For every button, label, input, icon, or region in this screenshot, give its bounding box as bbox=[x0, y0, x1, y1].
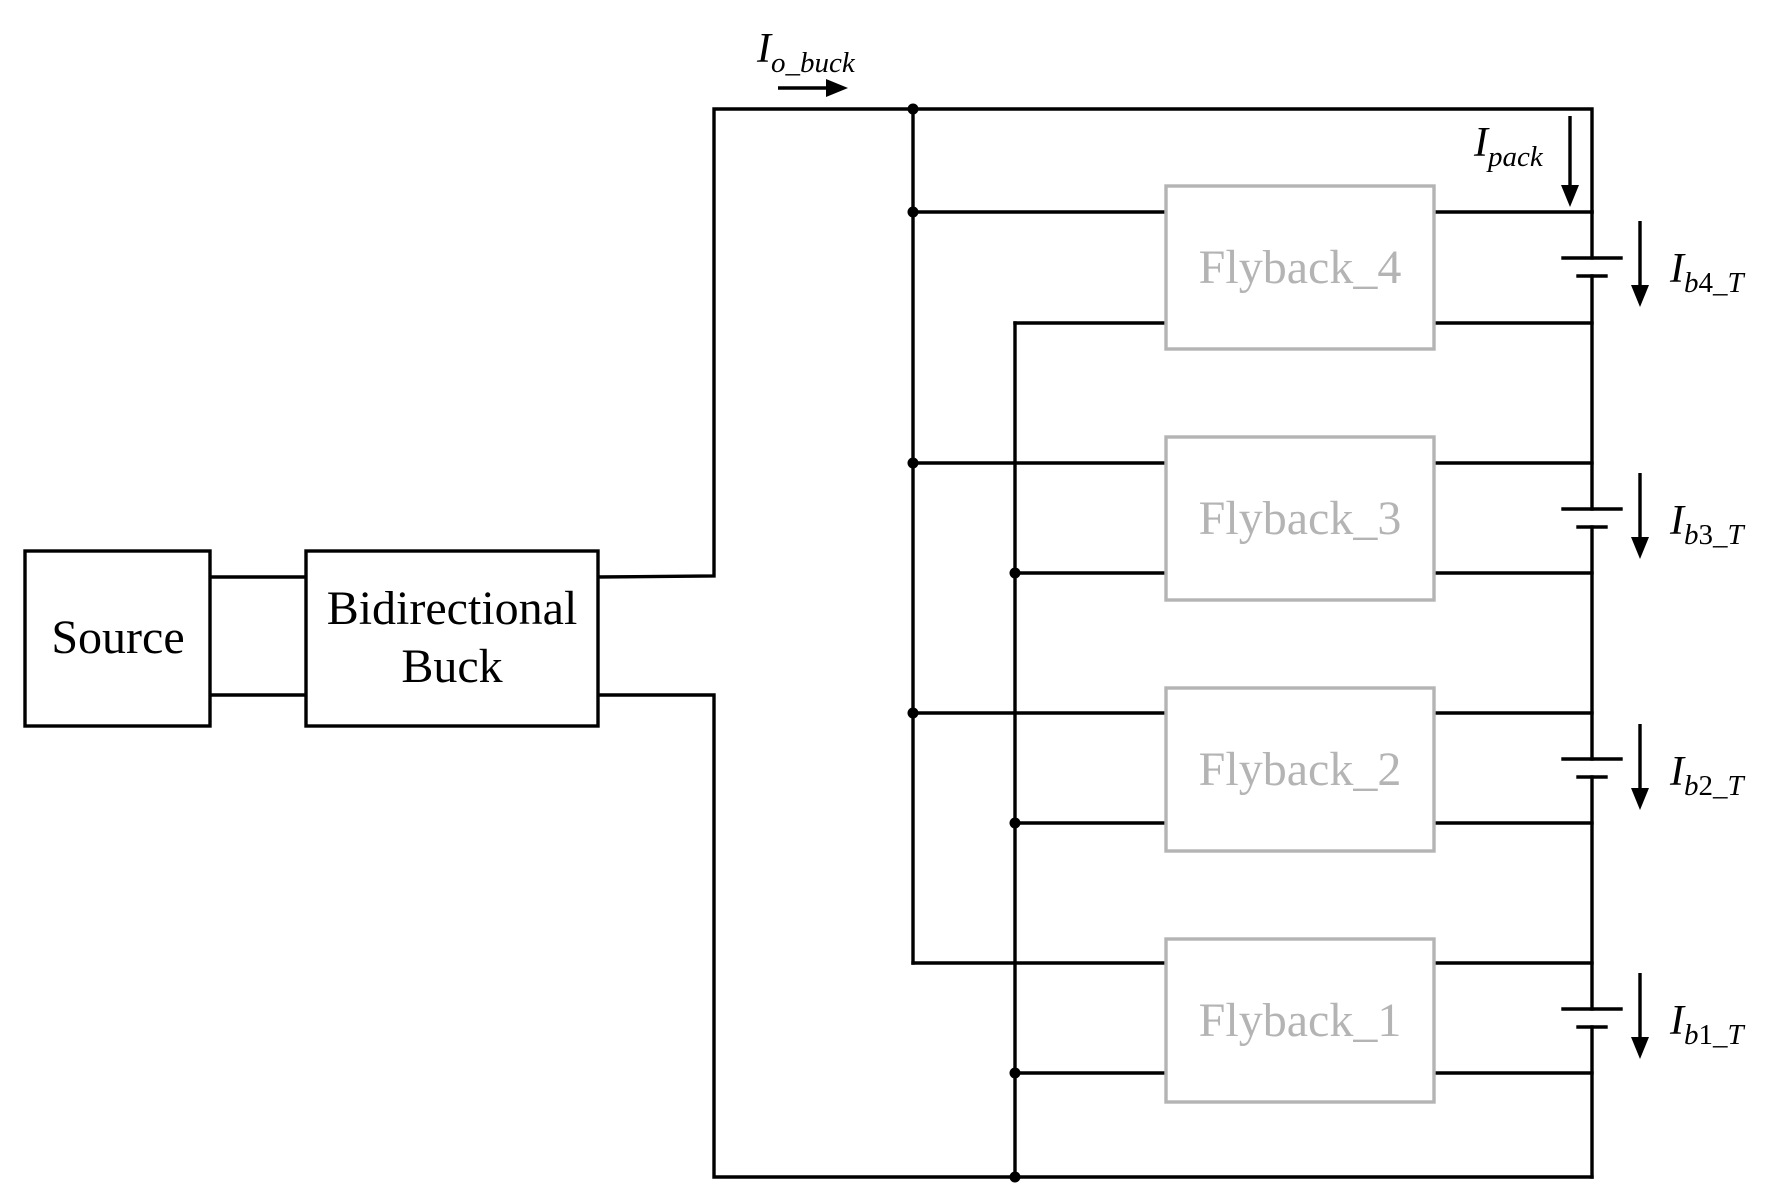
current-symbol: I bbox=[756, 26, 773, 72]
source-block: Source bbox=[23, 549, 212, 728]
current-label-b4: Ib4_T bbox=[1669, 246, 1746, 299]
current-subscript-t: T bbox=[1728, 1019, 1746, 1051]
junction-dots bbox=[907, 103, 1021, 1183]
current-arrow-o-buck bbox=[778, 79, 848, 97]
flyback-block-4: Flyback_4 bbox=[1164, 184, 1436, 351]
junction-dot bbox=[1009, 817, 1021, 829]
current-subscript-number: 4 bbox=[1699, 267, 1714, 299]
bidirectional-buck-block: Bidirectional Buck bbox=[304, 549, 600, 728]
current-subscript-separator: _ bbox=[1712, 1019, 1728, 1051]
arrow-down-icon bbox=[1561, 185, 1579, 207]
junction-dot bbox=[907, 206, 919, 218]
current-symbol: I bbox=[1473, 120, 1490, 166]
arrow-right-icon bbox=[826, 79, 848, 97]
flyback-label: Flyback_1 bbox=[1199, 994, 1402, 1047]
wires bbox=[208, 107, 1594, 1179]
current-subscript-t: T bbox=[1728, 770, 1746, 802]
flyback-label: Flyback_3 bbox=[1199, 492, 1402, 545]
current-subscript-number: 2 bbox=[1699, 770, 1714, 802]
current-symbol: I bbox=[1669, 749, 1686, 795]
flyback-block-2: Flyback_2 bbox=[1164, 686, 1436, 853]
current-subscript: pack bbox=[1486, 141, 1544, 173]
current-subscript-number: 1 bbox=[1699, 1019, 1714, 1051]
battery-cells bbox=[1561, 256, 1623, 1029]
current-subscript-separator: _ bbox=[1712, 267, 1728, 299]
wire-buck-bottom-rail bbox=[596, 693, 1594, 1179]
junction-dot bbox=[907, 707, 919, 719]
current-symbol: I bbox=[1669, 246, 1686, 292]
current-subscript: b bbox=[1684, 770, 1699, 802]
arrow-down-icon bbox=[1631, 788, 1649, 810]
current-label-pack: Ipack bbox=[1473, 120, 1544, 173]
current-label-b2: Ib2_T bbox=[1669, 749, 1746, 802]
buck-label-line2: Buck bbox=[401, 640, 502, 693]
wire-buck-top-rail bbox=[596, 107, 1594, 579]
current-arrow-b4 bbox=[1631, 221, 1649, 307]
current-symbol: I bbox=[1669, 998, 1686, 1044]
buck-label-line1: Bidirectional bbox=[327, 582, 578, 635]
battery-cell-3 bbox=[1561, 507, 1623, 529]
battery-cell-2 bbox=[1561, 757, 1623, 779]
arrow-down-icon bbox=[1631, 1037, 1649, 1059]
arrow-down-icon bbox=[1631, 285, 1649, 307]
current-subscript-number: 3 bbox=[1699, 519, 1714, 551]
current-subscript-t: T bbox=[1728, 519, 1746, 551]
flyback-label: Flyback_4 bbox=[1199, 241, 1402, 294]
current-arrow-b1 bbox=[1631, 973, 1649, 1059]
flyback-block-1: Flyback_1 bbox=[1164, 937, 1436, 1104]
current-label-b3: Ib3_T bbox=[1669, 498, 1746, 551]
current-symbol: I bbox=[1669, 498, 1686, 544]
arrow-down-icon bbox=[1631, 537, 1649, 559]
battery-cell-1 bbox=[1561, 1007, 1623, 1029]
current-arrow-b3 bbox=[1631, 473, 1649, 559]
flyback-block-3: Flyback_3 bbox=[1164, 435, 1436, 602]
junction-dot bbox=[907, 103, 919, 115]
current-subscript: b bbox=[1684, 1019, 1699, 1051]
current-subscript-separator: _ bbox=[1712, 770, 1728, 802]
junction-dot bbox=[1009, 1067, 1021, 1079]
current-label-o-buck: Io_buck bbox=[756, 26, 856, 79]
current-arrow-b2 bbox=[1631, 724, 1649, 810]
current-subscript: b bbox=[1684, 267, 1699, 299]
battery-cell-4 bbox=[1561, 256, 1623, 278]
source-label: Source bbox=[51, 611, 184, 664]
junction-dot bbox=[1009, 567, 1021, 579]
current-arrow-pack bbox=[1561, 116, 1579, 207]
flyback-label: Flyback_2 bbox=[1199, 743, 1402, 796]
junction-dot bbox=[1009, 1171, 1021, 1183]
current-subscript: b bbox=[1684, 519, 1699, 551]
current-subscript-separator: _ bbox=[1712, 519, 1728, 551]
current-label-b1: Ib1_T bbox=[1669, 998, 1746, 1051]
junction-dot bbox=[907, 457, 919, 469]
current-subscript-t: T bbox=[1728, 267, 1746, 299]
current-subscript: o_buck bbox=[771, 47, 856, 79]
